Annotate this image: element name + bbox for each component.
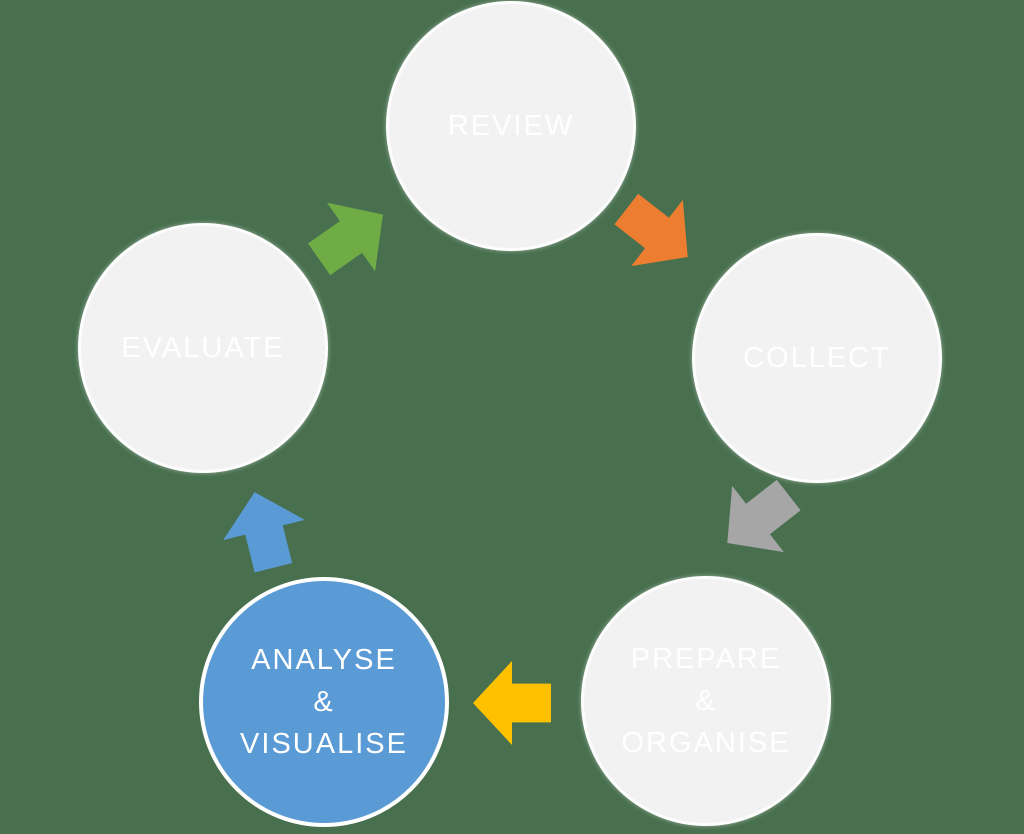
arrow-review-to-collect-icon	[600, 176, 713, 290]
step-analyse-visualise-label: ANALYSE & VISUALISE	[240, 644, 408, 760]
step-prepare-organise-label: PREPARE & ORGANISE	[621, 643, 791, 759]
arrow-collect-to-prepare-icon	[701, 462, 814, 576]
step-collect: COLLECT	[692, 233, 942, 483]
step-review: REVIEW	[386, 1, 636, 251]
step-prepare-organise: PREPARE & ORGANISE	[581, 576, 831, 826]
step-collect-label: COLLECT	[743, 342, 891, 374]
step-evaluate-label: EVALUATE	[121, 332, 285, 364]
step-analyse-visualise: ANALYSE & VISUALISE	[199, 577, 449, 827]
step-review-label: REVIEW	[447, 110, 575, 142]
arrow-prepare-to-analyse-icon	[473, 661, 551, 745]
step-evaluate: EVALUATE	[78, 223, 328, 473]
arrow-analyse-to-evaluate-icon	[214, 482, 314, 578]
arrow-evaluate-to-review-icon	[295, 180, 407, 294]
